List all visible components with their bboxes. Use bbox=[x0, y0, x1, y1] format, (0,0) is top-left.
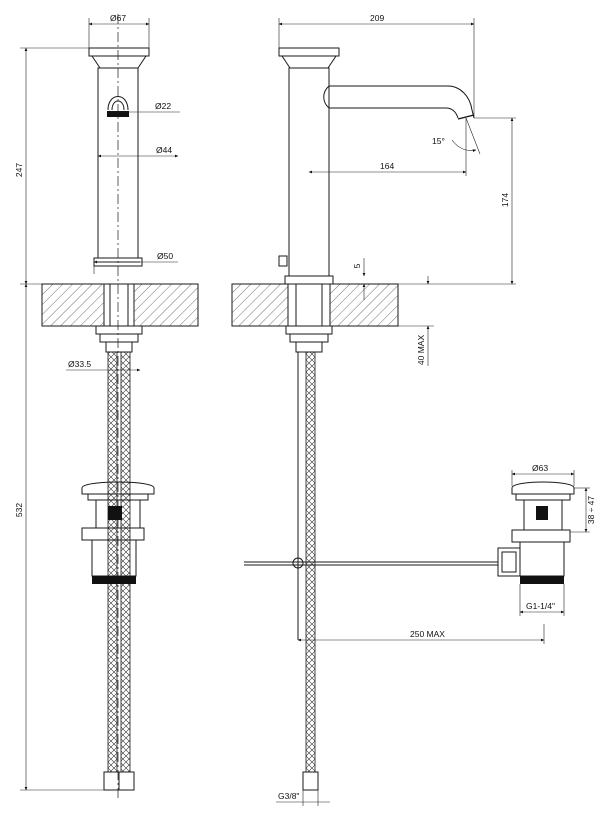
dim-angle-ray bbox=[465, 117, 481, 155]
dim-front-shank-diameter: Ø33.5 bbox=[68, 359, 91, 369]
waste-thread bbox=[520, 576, 564, 584]
side-lock-nut bbox=[295, 341, 323, 353]
front-hose-right bbox=[120, 351, 131, 773]
dim-rod-max-length: 250 MAX bbox=[410, 629, 445, 639]
front-nut bbox=[95, 325, 143, 335]
dim-waste-height-range: 38 ÷ 47 bbox=[586, 496, 596, 525]
dim-front-aerator-diameter: Ø22 bbox=[155, 101, 171, 111]
dim-front-height: 247 bbox=[14, 163, 24, 177]
waste-slot bbox=[536, 506, 548, 520]
front-cap-taper bbox=[91, 55, 147, 69]
dim-waste-diameter: Ø63 bbox=[532, 463, 548, 473]
front-waste-thread bbox=[92, 576, 136, 584]
front-waste bbox=[81, 481, 155, 584]
side-spout-bottom bbox=[329, 107, 459, 119]
dim-side-max-counter: 40 MAX bbox=[416, 335, 426, 366]
side-shank bbox=[287, 283, 331, 327]
dim-side-spout-angle: 15° bbox=[432, 136, 445, 146]
side-nut bbox=[285, 325, 333, 335]
side-washer bbox=[289, 333, 329, 343]
front-spout-arc bbox=[107, 96, 129, 111]
front-waste-slot bbox=[108, 506, 122, 520]
front-hose-left bbox=[107, 351, 118, 773]
side-aerator bbox=[457, 114, 475, 120]
dim-front-base-diameter: Ø50 bbox=[157, 251, 173, 261]
dim-side-spout-reach: 164 bbox=[380, 161, 394, 171]
front-spout-inner-arc bbox=[111, 100, 125, 111]
side-cap-taper bbox=[281, 55, 337, 69]
side-counter-left bbox=[231, 283, 289, 327]
side-hose-fitting bbox=[302, 771, 319, 791]
waste-rod-fitting bbox=[497, 547, 521, 577]
front-view: Ø67 Ø22 Ø44 Ø50 Ø33.5 247 532 bbox=[14, 13, 199, 800]
front-shank-inner bbox=[109, 283, 129, 327]
front-counter-right bbox=[133, 283, 199, 327]
dim-side-total-width: 209 bbox=[370, 13, 384, 23]
dim-front-total-length: 532 bbox=[14, 503, 24, 517]
side-view: 209 15° 164 174 5 40 MAX 250 MAX G3/8" bbox=[231, 13, 545, 806]
front-aerator bbox=[107, 111, 129, 117]
waste-flange bbox=[515, 493, 571, 501]
front-lock-nut bbox=[105, 341, 133, 353]
side-counter-right bbox=[329, 283, 399, 327]
waste-nut bbox=[511, 529, 571, 543]
side-base-ring bbox=[284, 275, 334, 285]
dim-angle-arc bbox=[451, 139, 477, 153]
side-lever bbox=[278, 255, 288, 267]
dim-side-base-ring: 5 bbox=[352, 263, 362, 268]
front-waste-cap bbox=[81, 481, 155, 495]
dim-hose-thread: G3/8" bbox=[278, 791, 299, 801]
side-spout-joint bbox=[323, 85, 330, 109]
side-shank-inner bbox=[295, 283, 323, 327]
waste-tail bbox=[519, 541, 565, 577]
front-washer bbox=[99, 333, 139, 343]
side-spout-top bbox=[329, 85, 475, 119]
waste-cap bbox=[511, 481, 575, 495]
waste-rod-fitting-inner bbox=[501, 551, 517, 573]
front-top-cap bbox=[88, 47, 150, 57]
front-counter-left bbox=[41, 283, 105, 327]
waste-detail: Ø63 38 ÷ 47 G1-1/4" bbox=[497, 463, 596, 616]
dim-front-top-diameter: Ø67 bbox=[110, 13, 126, 23]
dim-side-spout-height: 174 bbox=[500, 193, 510, 207]
dim-waste-thread: G1-1/4" bbox=[526, 601, 555, 611]
front-shank bbox=[103, 283, 135, 327]
dim-front-body-diameter: Ø44 bbox=[156, 145, 172, 155]
side-top-cap bbox=[278, 47, 340, 57]
